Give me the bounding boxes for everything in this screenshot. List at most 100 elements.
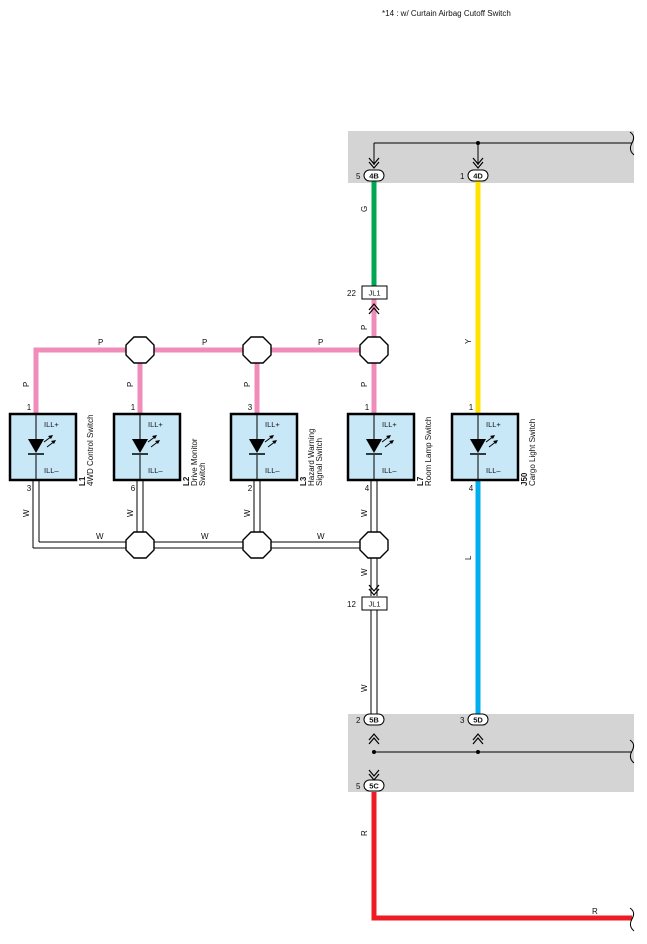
splice-w-l7	[359, 531, 389, 559]
connector-jl1-top: JL1 22	[347, 285, 388, 300]
connector-5c: 5C 5	[356, 779, 385, 792]
pin-in: 3	[248, 403, 253, 412]
svg-text:22: 22	[347, 289, 356, 298]
svg-text:5: 5	[356, 782, 361, 791]
connector-jl1-bottom: JL1 12	[347, 596, 388, 611]
pin-in: 1	[27, 403, 32, 412]
svg-text:5: 5	[356, 172, 361, 181]
component-code: L7	[416, 476, 425, 486]
ill-minus-label: ILL–	[44, 466, 59, 475]
component-name: Signal Switch	[315, 438, 324, 486]
component-box	[8, 412, 78, 482]
pin-out: 2	[248, 484, 253, 493]
wire-w-label-jl1: W	[360, 684, 369, 692]
wire-y: Y	[464, 181, 481, 414]
ill-plus-label: ILL+	[265, 420, 280, 429]
component-box	[229, 412, 299, 482]
wire-y-label: Y	[464, 338, 473, 344]
connector-4b: 4B 5	[356, 169, 385, 182]
wire-r-label-v: R	[360, 830, 369, 836]
svg-text:JL1: JL1	[368, 289, 380, 298]
wire-w-label-l7: W	[360, 509, 369, 517]
svg-text:4D: 4D	[473, 172, 483, 181]
ill-minus-label: ILL–	[382, 466, 397, 475]
wire-g: G	[360, 181, 377, 286]
ill-plus-label: ILL+	[44, 420, 59, 429]
svg-text:JL1: JL1	[368, 600, 380, 609]
wire-l-label: L	[464, 555, 473, 560]
led-icon	[249, 439, 265, 453]
splice-w-l2	[125, 531, 155, 559]
component-name: Cargo Light Switch	[528, 419, 537, 486]
component-name: 4WD Control Switch	[86, 414, 95, 486]
svg-text:5D: 5D	[473, 716, 483, 725]
component-name: Switch	[198, 462, 207, 486]
ill-minus-label: ILL–	[486, 466, 501, 475]
wire-r-label-h: R	[592, 907, 598, 916]
component-box	[346, 412, 416, 482]
wire-w-label-l2: W	[126, 509, 135, 517]
svg-text:2: 2	[356, 716, 361, 725]
wire-w: W W W W W W W W W	[22, 480, 378, 714]
svg-text:3: 3	[460, 716, 465, 725]
splice-p-l2	[125, 336, 155, 364]
wire-w-label-h2: W	[201, 532, 209, 541]
lower-junction-block	[348, 714, 635, 792]
wire-g-label: G	[360, 206, 369, 212]
pin-in: 1	[469, 403, 474, 412]
connector-5d: 5D 3	[460, 713, 489, 726]
component-name: Room Lamp Switch	[424, 417, 433, 486]
wire-p-label-junction: P	[360, 325, 369, 330]
wire-p: P P P P P P P P	[22, 299, 377, 414]
pin-out: 4	[469, 484, 474, 493]
wire-p-label-h3: P	[318, 338, 323, 347]
svg-text:4B: 4B	[369, 172, 379, 181]
component-name: Hazard Warning	[307, 428, 316, 486]
led-icon	[28, 439, 44, 453]
component-box	[450, 412, 520, 482]
component-code: L3	[299, 476, 308, 486]
ill-plus-label: ILL+	[382, 420, 397, 429]
splice-w-l3	[242, 531, 272, 559]
wire-l: L	[464, 480, 481, 714]
wire-p-label-l3: P	[243, 382, 252, 387]
wire-p-label-h2: P	[202, 338, 207, 347]
component-code: L1	[78, 476, 87, 486]
wire-w-label-down: W	[360, 568, 369, 576]
ill-plus-label: ILL+	[486, 420, 501, 429]
wire-p-label-l2: P	[126, 382, 135, 387]
svg-text:5C: 5C	[369, 782, 379, 791]
connector-5b: 5B 2	[356, 713, 385, 726]
led-icon	[366, 439, 382, 453]
pin-in: 1	[131, 403, 136, 412]
connector-4d: 4D 1	[460, 169, 489, 182]
component-code: J50	[520, 472, 529, 486]
wire-w-label-l1: W	[22, 509, 31, 517]
pin-out: 3	[27, 484, 32, 493]
ill-minus-label: ILL–	[148, 466, 163, 475]
chevron-markers	[368, 157, 484, 781]
upper-junction-block	[348, 131, 635, 183]
led-icon	[470, 439, 486, 453]
svg-text:12: 12	[347, 600, 356, 609]
wire-p-label-l7: P	[360, 382, 369, 387]
splice-p-l7	[359, 336, 389, 364]
wire-w-label-h3: W	[317, 532, 325, 541]
led-icon	[132, 439, 148, 453]
component-code: L2	[182, 476, 191, 486]
pin-out: 4	[365, 484, 370, 493]
component-name: Drive Monitor	[190, 438, 199, 486]
splice-points	[125, 336, 389, 559]
wire-w-label-l3: W	[243, 509, 252, 517]
pin-in: 1	[365, 403, 370, 412]
svg-text:1: 1	[460, 172, 465, 181]
wire-p-label-l1: P	[22, 382, 31, 387]
wire-w-label-h1: W	[96, 532, 104, 541]
